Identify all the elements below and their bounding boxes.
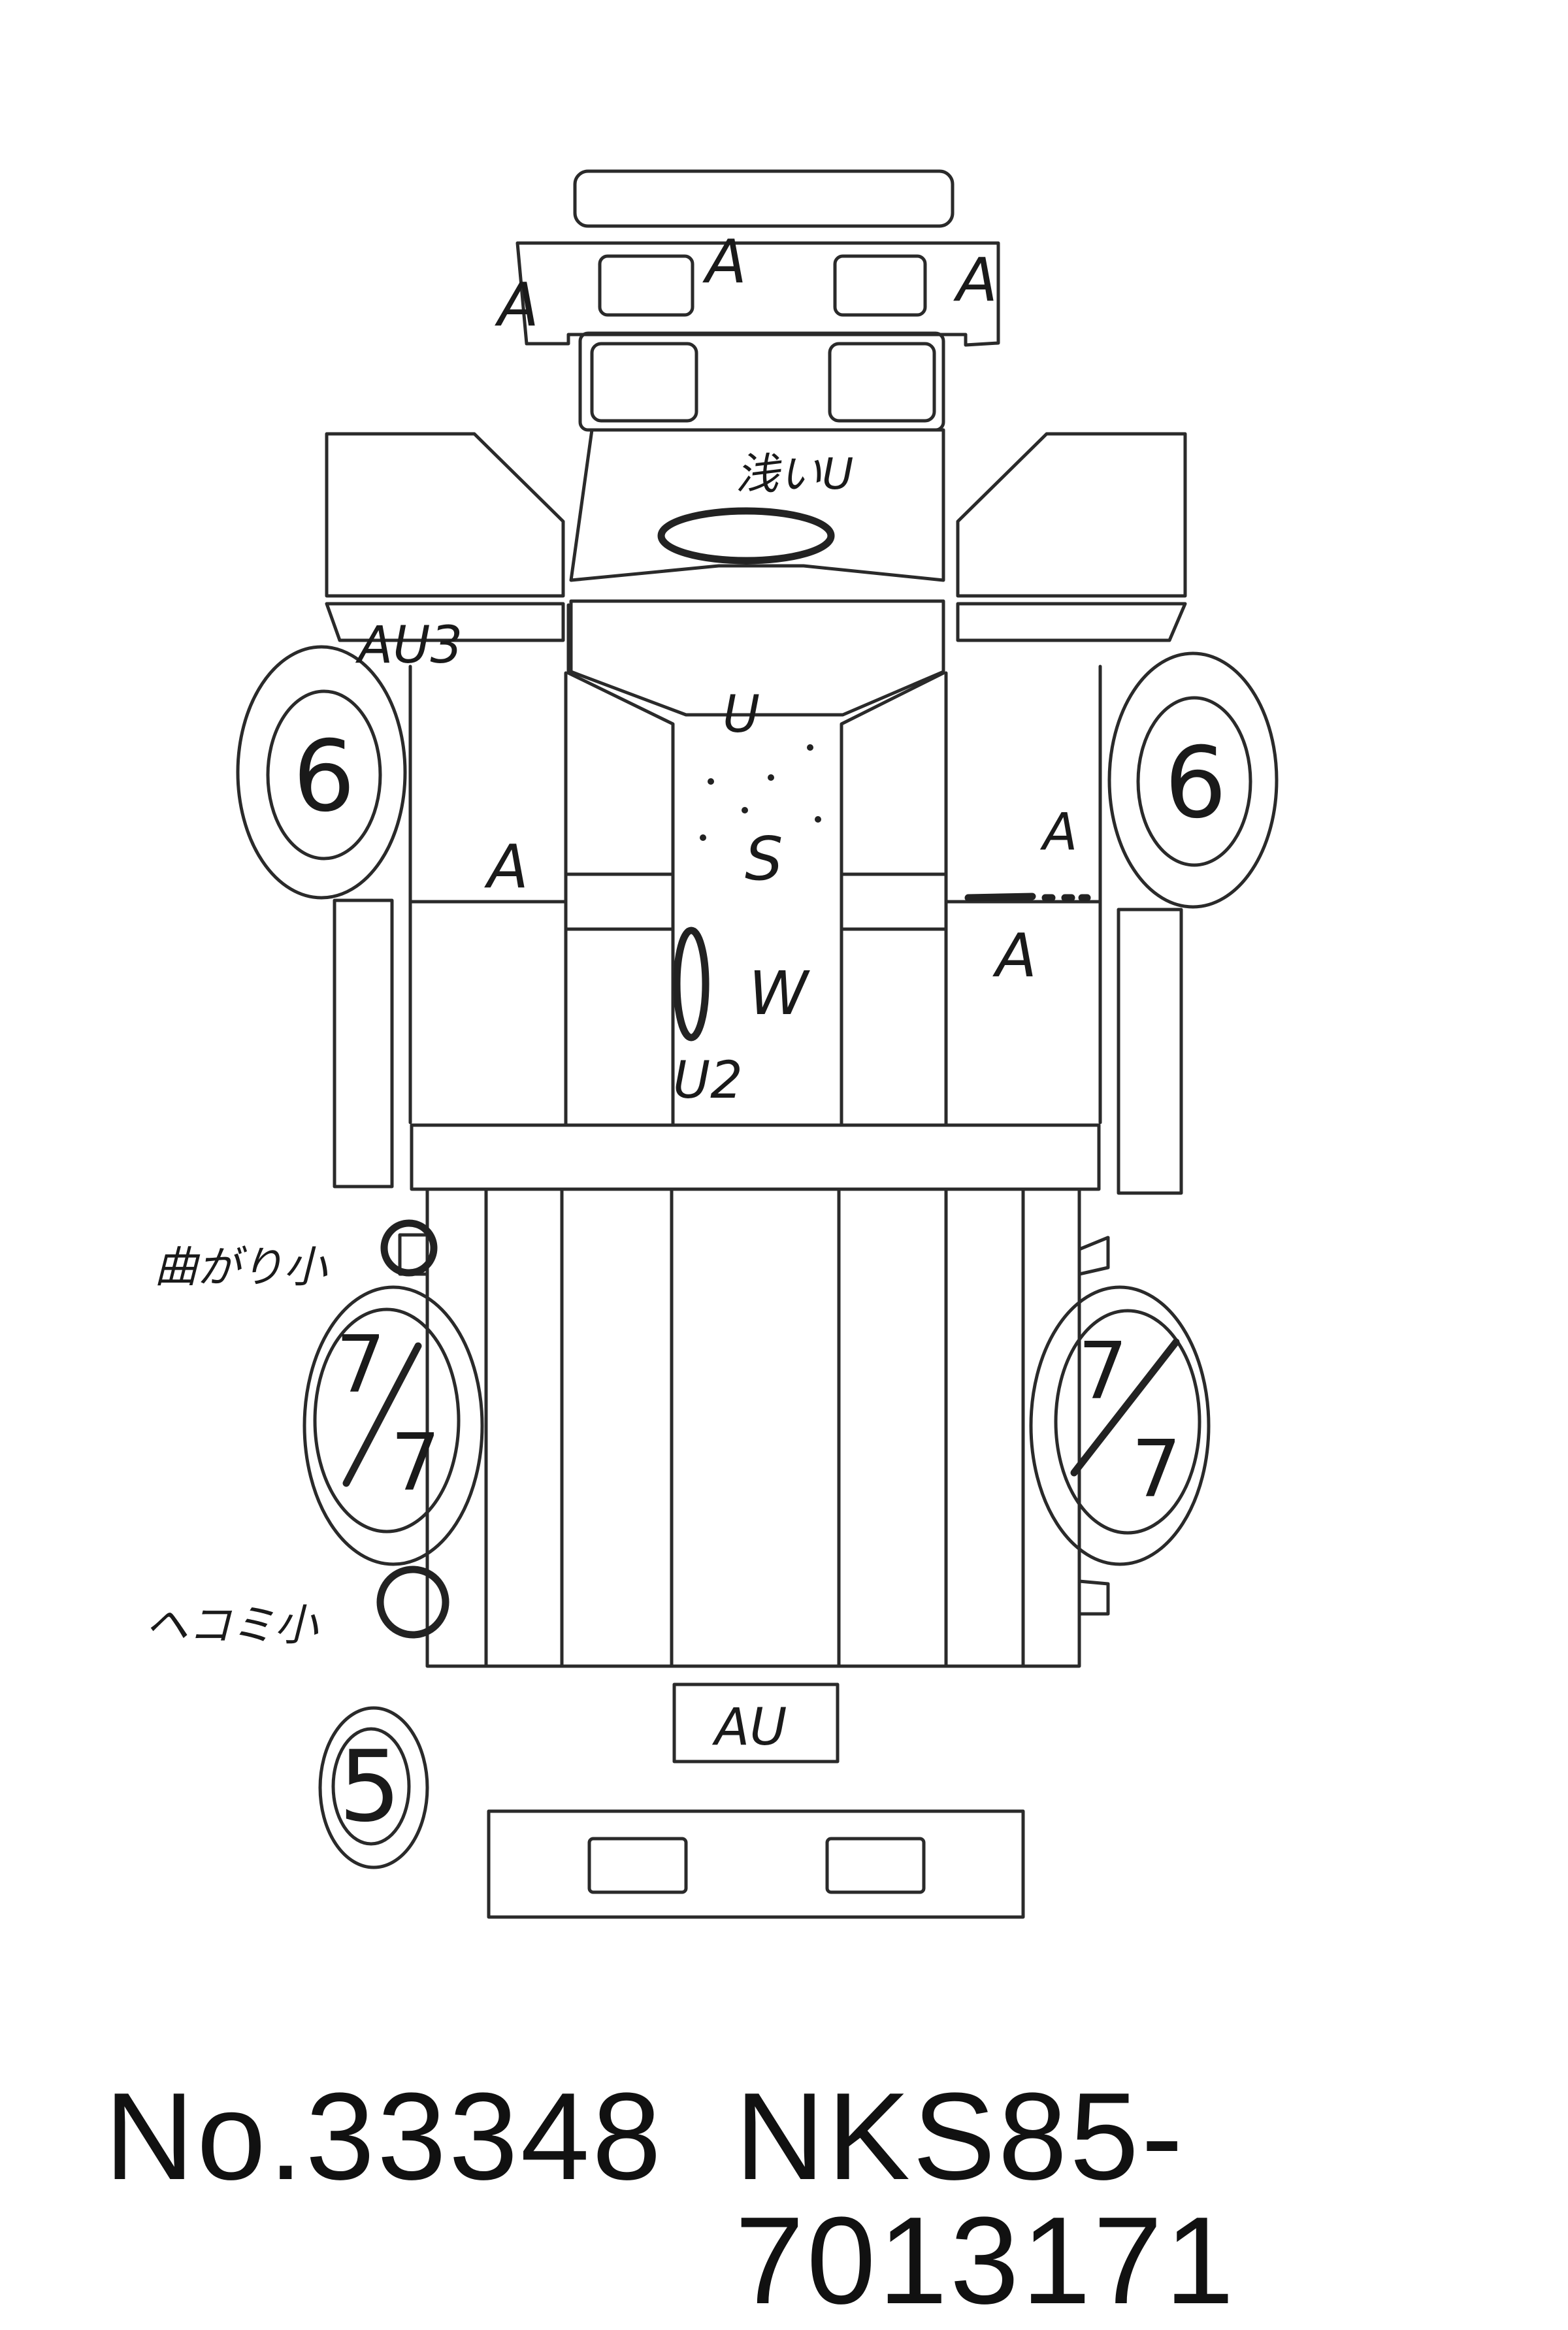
mark-windshield: 浅いU (736, 449, 853, 499)
tire-rear-right-denominator: 7 (1132, 1424, 1181, 1515)
tire-rear-left-numerator: 7 (336, 1320, 385, 1411)
footer-stock-number: No.33348 (105, 2067, 664, 2206)
mark-left-rear-note-1: 曲がり小 (154, 1242, 328, 1292)
mark-front-bumper-left: A (495, 270, 539, 340)
mark-left-rear-note-2: ヘコミ小 (145, 1600, 319, 1650)
footer-vin: NKS85-7013171 (735, 2067, 1237, 2330)
right-door-scratch (964, 893, 1091, 902)
tire-front-left: 6 (236, 645, 407, 900)
vehicle-condition-diagram: 6 6 7 7 7 7 5 A A A 浅いU AU3 A A A U (145, 169, 1279, 1919)
rear-section (487, 1682, 1025, 1919)
mark-floor-w: W (749, 959, 810, 1028)
tire-spare: 5 (318, 1706, 429, 1869)
tire-rear-left-denominator: 7 (391, 1418, 440, 1509)
tire-rear-right: 7 7 (1029, 1285, 1211, 1566)
floor-dots (700, 744, 821, 841)
mark-left-fender: AU3 (355, 616, 463, 675)
tire-rear-right-numerator: 7 (1078, 1326, 1128, 1417)
cargo-bed (398, 1187, 1110, 1668)
mark-right-lower: A (992, 921, 1037, 991)
mark-floor-u: U (723, 685, 760, 744)
mark-floor-u2: U2 (673, 1051, 743, 1110)
mark-front-bumper-center: A (702, 227, 747, 297)
mark-floor-s: S (745, 824, 783, 894)
windshield-circle (657, 507, 835, 565)
left-rear-note-2-circle (376, 1566, 449, 1639)
tire-front-left-value: 6 (293, 720, 355, 834)
tire-front-right-value: 6 (1164, 727, 1226, 840)
floor-oval (673, 927, 710, 1042)
mark-rear-panel: AU (711, 1698, 787, 1757)
left-rear-note-1-circle (380, 1219, 438, 1277)
mark-right-door: A (1039, 803, 1077, 862)
damage-marks: A A A 浅いU AU3 A A A U S W U2 曲がり小 ヘコミ小 A… (145, 227, 1091, 1757)
mark-left-door: A (484, 832, 529, 902)
tire-rear-left: 7 7 (302, 1285, 484, 1566)
grille-assembly (578, 331, 945, 432)
tire-front-right: 6 (1107, 651, 1279, 909)
tire-spare-value: 5 (338, 1730, 400, 1844)
front-bumper (515, 169, 1000, 347)
mark-front-bumper-right: A (953, 245, 998, 315)
